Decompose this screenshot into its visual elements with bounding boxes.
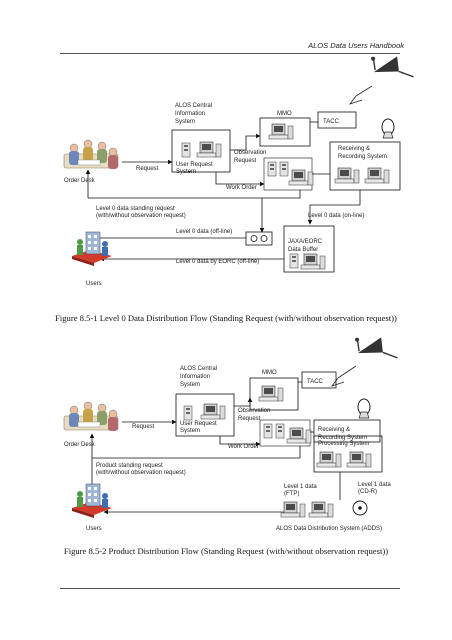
central-system-label: ALOS Central [180,366,217,372]
satellite-icon [350,324,399,375]
cd-icon [352,500,368,516]
standing-request-label: Product standing request [96,463,163,469]
order-desk-label: Order Desk [64,178,96,184]
observation-request-label: Observation [234,150,266,156]
computer-icon [200,403,226,420]
tacc-box [317,111,357,129]
svg-text:System: System [176,169,196,175]
receiving-system-box [329,141,401,191]
work-order-label: Work Order [228,444,259,450]
central-system-label: ALOS Central [175,103,212,109]
svg-text:Request: Request [234,158,257,164]
tacc-label: TACC [323,119,340,125]
cdr-label: Level 1 data [358,482,391,488]
tacc-box [301,371,337,389]
svg-text:Information: Information [180,374,210,380]
receiving-system-label: Receiving & [338,146,370,152]
svg-text:System: System [180,428,200,434]
satellite-icon [366,43,415,94]
footer-rule [60,588,400,589]
computer-icon [196,141,222,158]
svg-text:Information: Information [175,111,205,117]
computer-icon [300,253,326,270]
offline-label: Level 0 data (off-line) [176,229,232,235]
users-label: Users [86,526,102,532]
computer-icon [268,123,294,140]
eorc-offline-label: Level 0 data by EORC (off-line) [176,259,259,265]
svg-text:(with/without observation requ: (with/without observation request) [96,470,186,476]
figure-1-caption: Figure 8.5-1 Level 0 Data Distribution F… [55,313,397,323]
tacc-label: TACC [307,379,324,385]
processing-system-box [313,435,383,473]
svg-text:System: System [175,119,195,125]
mmo-box [249,377,299,411]
svg-text:(CD-R): (CD-R) [358,489,377,495]
svg-text:Request: Request [238,416,261,422]
svg-text:(with/without observation requ: (with/without observation request) [96,213,186,219]
adds-label: ALOS Data Distribution System (ADDS) [276,526,382,532]
users-icon [71,483,113,519]
svg-text:Recording System: Recording System [338,154,387,160]
tape-icon [245,231,273,246]
order-desk-label: Order Desk [64,442,96,448]
data-buffer-label: JAXA/EORC [288,239,323,245]
figure-2-caption: Figure 8.5-2 Product Distribution Flow (… [63,546,389,556]
figure-2: ALOS Central Information System User Req… [63,324,399,532]
standing-request-label: Level 0 data standing request [96,206,175,212]
users-label: Users [86,281,102,287]
computer-icon [334,167,360,184]
computer-icon [258,385,284,402]
svg-text:Data Buffer: Data Buffer [288,247,318,253]
server-icon [181,142,191,158]
computer-icon [346,451,372,468]
receiving-system-label: Receiving & [318,427,350,433]
request-label: Request [132,424,155,430]
svg-text:User Request: User Request [180,421,217,427]
figure-1: ALOS Central Information System User Req… [63,43,415,287]
processing-system-label: Processing System [318,441,369,447]
svg-text:User Request: User Request [176,162,213,168]
mmo-label: MMO [277,111,292,117]
receiving-system-box [313,419,381,443]
online-label: Level 0 data (on-line) [308,213,364,219]
computer-icon [280,501,306,518]
mmo-label: MMO [262,370,277,376]
computer-icon [308,501,334,518]
users-icon [71,231,113,267]
order-desk-icon [63,139,119,170]
central-system-box [171,129,231,173]
ftp-label: Level 1 data [284,484,317,490]
antenna-icon [381,118,395,139]
request-label: Request [136,166,159,172]
header-rule [60,53,400,54]
svg-text:(FTP): (FTP) [284,491,299,497]
data-buffer-box [283,225,335,273]
observation-request-label: Observation [238,408,270,414]
computer-icon [364,167,390,184]
antenna-icon [357,398,371,419]
work-order-label: Work Order [226,185,257,191]
computer-icon [316,451,342,468]
svg-text:System: System [180,382,200,388]
downlink-line [355,85,373,97]
svg-text:Recording System: Recording System [318,435,367,441]
computer-icon [288,169,314,186]
computer-icon [286,427,312,444]
central-system-box [175,393,235,437]
order-desk-icon [63,401,119,432]
mmo-box [259,117,311,147]
running-header: ALOS Data Users Handbook [308,41,404,50]
